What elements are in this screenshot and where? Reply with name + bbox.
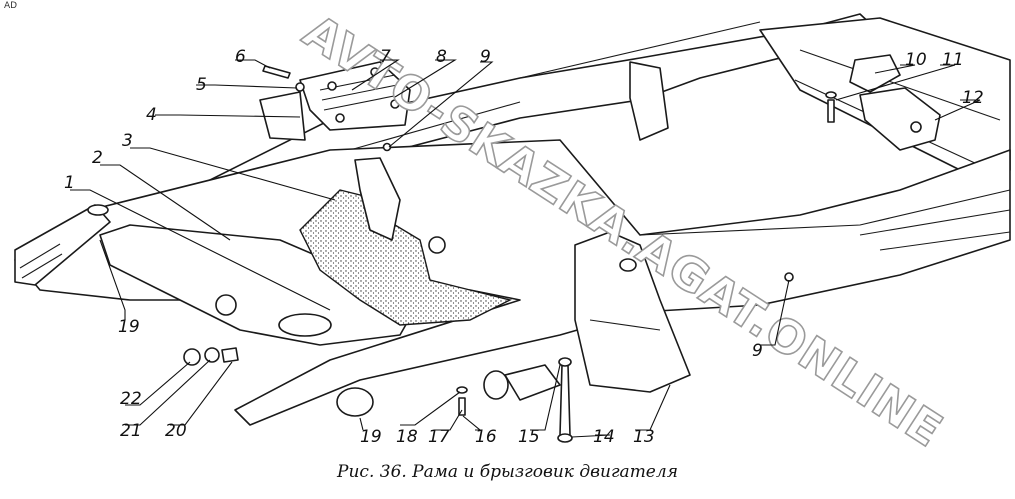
callout-16: 16 bbox=[475, 427, 497, 447]
callout-4: 4 bbox=[146, 105, 157, 125]
callout-11: 11 bbox=[942, 50, 964, 70]
hole-9-lower bbox=[784, 272, 794, 282]
callout-labels: 1 2 3 4 5 6 7 8 9 10 11 12 19 9 22 21 20… bbox=[64, 47, 984, 447]
callout-12: 12 bbox=[962, 88, 984, 108]
callout-8: 8 bbox=[436, 47, 447, 67]
front-cross-member bbox=[87, 204, 421, 346]
engine-splash-shield bbox=[299, 157, 513, 326]
callout-19-bottom: 19 bbox=[360, 427, 382, 447]
callout-3: 3 bbox=[122, 131, 133, 151]
callout-6: 6 bbox=[235, 47, 246, 67]
callout-5: 5 bbox=[196, 75, 207, 95]
callout-20: 20 bbox=[165, 421, 187, 441]
rear-brackets bbox=[825, 54, 941, 151]
callout-14: 14 bbox=[593, 427, 615, 447]
callout-19-left: 19 bbox=[118, 317, 140, 337]
callout-17: 17 bbox=[428, 427, 450, 447]
callout-22: 22 bbox=[120, 389, 142, 409]
callout-7: 7 bbox=[380, 47, 391, 67]
engine-mount bbox=[259, 61, 411, 141]
rear-bushing bbox=[336, 364, 561, 417]
hole-9-upper bbox=[382, 142, 392, 152]
callout-1: 1 bbox=[64, 173, 75, 193]
front-frame-end bbox=[14, 204, 111, 286]
callout-10: 10 bbox=[905, 50, 927, 70]
callout-9-lower: 9 bbox=[752, 341, 763, 361]
fasteners bbox=[183, 347, 573, 443]
callout-21: 21 bbox=[120, 421, 142, 441]
corner-mark: AD bbox=[4, 1, 18, 11]
callout-15: 15 bbox=[518, 427, 540, 447]
figure-caption: Рис. 36. Рама и брызговик двигателя bbox=[337, 462, 678, 482]
leader-lines bbox=[70, 59, 981, 438]
callout-2: 2 bbox=[92, 148, 103, 168]
callout-18: 18 bbox=[396, 427, 418, 447]
callout-13: 13 bbox=[633, 427, 655, 447]
callout-9-upper: 9 bbox=[480, 47, 491, 67]
spring-bracket bbox=[574, 231, 691, 393]
